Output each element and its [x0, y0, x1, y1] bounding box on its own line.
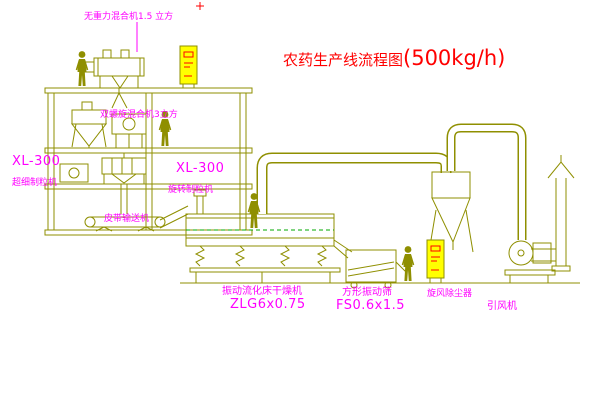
fluid-bed-dryer — [185, 213, 341, 283]
rotary-granulator — [101, 153, 147, 214]
worker-figure-roof — [75, 50, 89, 87]
drawing-title: 农药生产线流程图(500kg/h) — [283, 46, 505, 70]
label-vibrating-screen: 方形振动筛 — [342, 287, 392, 298]
aux-machine — [59, 163, 89, 183]
label-belt-conveyor: 皮带输送机 — [104, 214, 150, 224]
label-gravity-mixer: 无重力混合机1.5 立方 — [84, 12, 174, 22]
label-fluid-bed-dryer: 振动流化床干燥机 — [222, 286, 302, 297]
worker-figure-screen — [401, 245, 415, 282]
induced-draft-fan — [504, 240, 556, 283]
label-granulator-left-type: 超细制粒机 — [12, 178, 58, 188]
screw-cone-mixer — [70, 101, 108, 148]
title-text: 农药生产线流程图 — [283, 51, 404, 69]
transfer-chute — [159, 189, 207, 229]
label-granulator-center-type: 旋转制粒机 — [168, 185, 214, 195]
granulator-upper — [111, 113, 147, 148]
label-granulator-left-model: XL-300 — [12, 154, 61, 169]
label-screw-mixer: 双螺旋混合机3立方 — [100, 110, 178, 120]
belt-conveyor — [84, 216, 166, 232]
exhaust-duct — [256, 152, 452, 214]
cyclone-separator — [428, 171, 474, 253]
cyclone-outlet-duct — [446, 123, 527, 240]
gravity-mixer — [83, 49, 145, 109]
label-fluid-bed-dryer-model: ZLG6x0.75 — [230, 297, 306, 312]
label-induced-draft-fan: 引风机 — [487, 301, 517, 312]
vibrating-screen — [333, 239, 407, 289]
label-vibrating-screen-model: FS0.6x1.5 — [336, 298, 406, 313]
control-cabinet-lower — [426, 239, 445, 283]
register-cross-mark — [196, 2, 204, 10]
label-granulator-center-model: XL-300 — [176, 161, 225, 176]
building-structure — [44, 87, 253, 236]
control-cabinet-upper — [179, 45, 198, 88]
title-capacity: (500kg/h) — [403, 46, 506, 70]
exhaust-stack — [547, 155, 575, 272]
label-cyclone: 旋风除尘器 — [427, 289, 473, 299]
